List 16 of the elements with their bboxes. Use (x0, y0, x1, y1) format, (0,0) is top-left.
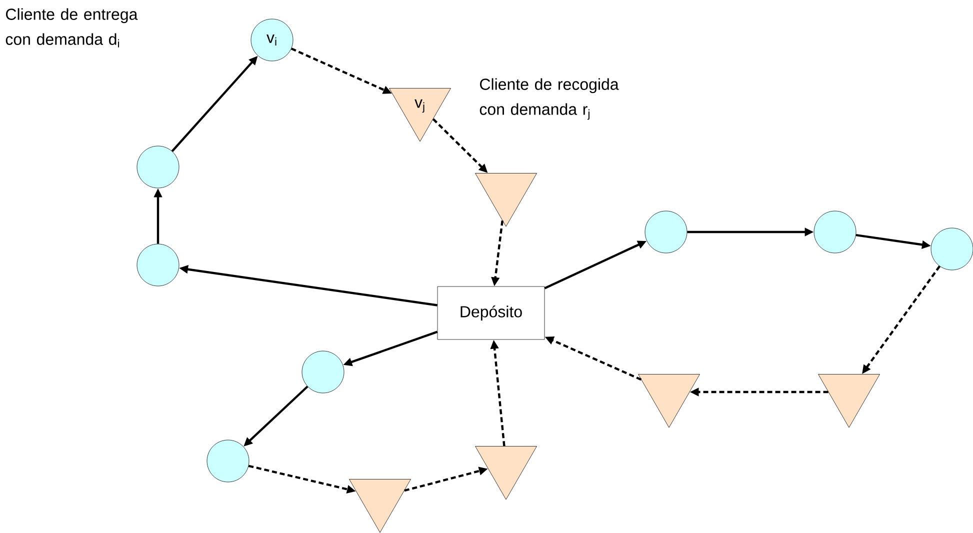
customer-circle (136, 146, 180, 188)
customer-circle (136, 244, 180, 286)
customer-triangle (349, 479, 411, 533)
customer-triangle: v$_{j}$ (389, 88, 451, 142)
depot-box: Depósito (437, 286, 545, 340)
customer-circle (814, 210, 856, 254)
customer-triangle (475, 173, 537, 227)
customer-circle (644, 210, 688, 254)
annotation-text: Cliente de recogida con demanda r$_{j}$ (480, 78, 619, 120)
customer-circle (930, 228, 973, 270)
customer-triangle (818, 374, 880, 428)
customer-circle (302, 350, 344, 394)
annotation-text: Cliente de entrega con demanda d$_{i}$ (6, 8, 138, 48)
customer-circle (206, 440, 250, 482)
customer-triangle (475, 446, 537, 500)
customer-triangle (638, 374, 700, 428)
